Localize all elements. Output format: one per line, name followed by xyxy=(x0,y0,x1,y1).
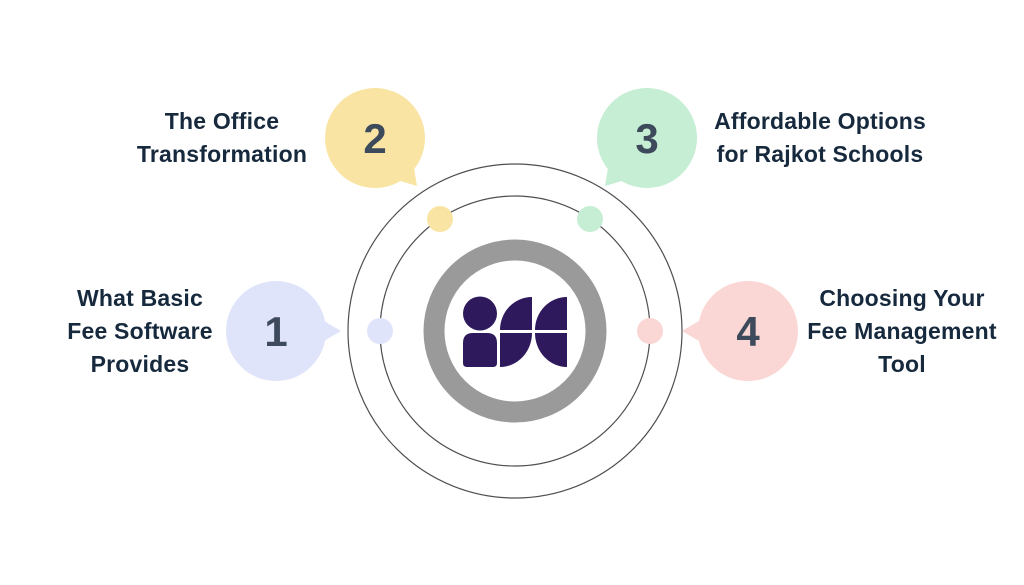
brand-logo xyxy=(463,296,567,367)
step-label-1-line-2: Fee Software xyxy=(67,318,213,344)
orbit-dot-4 xyxy=(637,318,663,344)
orbit-dot-2 xyxy=(427,206,453,232)
logo-sail-bottom-right xyxy=(535,333,567,367)
logo-sail-top-middle xyxy=(500,297,532,330)
step-number-1: 1 xyxy=(264,308,287,355)
step-label-1-line-3: Provides xyxy=(90,351,190,377)
step-number-3: 3 xyxy=(635,115,658,162)
logo-sail-bottom-middle xyxy=(500,333,532,367)
orbit-dot-1 xyxy=(367,318,393,344)
orbit-dot-3 xyxy=(577,206,603,232)
logo-sail-top-right xyxy=(535,297,567,330)
step-bubble-2 xyxy=(325,88,425,188)
logo-body-shape xyxy=(463,333,497,367)
inner-orbit-circle xyxy=(379,195,651,467)
step-numbers: 1 2 3 4 xyxy=(264,115,760,355)
center-ring xyxy=(423,239,607,423)
step-label-2-line-2: Transformation xyxy=(136,141,308,167)
step-label-3-line-1: Affordable Options xyxy=(714,108,926,134)
step-bubble-3 xyxy=(597,88,697,188)
step-bubble-4 xyxy=(698,281,798,381)
step-number-2: 2 xyxy=(363,115,386,162)
step-label-4-line-2: Fee Management xyxy=(807,318,997,344)
step-label-1-line-1: What Basic xyxy=(77,285,203,311)
step-label-2: The Office Transformation xyxy=(72,105,372,171)
step-number-4: 4 xyxy=(736,308,760,355)
step-label-3-line-2: for Rajkot Schools xyxy=(716,141,924,167)
step-label-3: Affordable Options for Rajkot Schools xyxy=(670,105,970,171)
step-label-4-line-1: Choosing Your xyxy=(819,285,985,311)
step-bubble-1 xyxy=(226,281,326,381)
logo-head-circle xyxy=(463,296,497,331)
step-label-2-line-1: The Office xyxy=(164,108,280,134)
step-label-4: Choosing Your Fee Management Tool xyxy=(782,282,1022,381)
outer-orbit-circle xyxy=(347,163,683,499)
step-label-4-line-3: Tool xyxy=(878,351,926,377)
step-label-1: What Basic Fee Software Provides xyxy=(20,282,260,381)
